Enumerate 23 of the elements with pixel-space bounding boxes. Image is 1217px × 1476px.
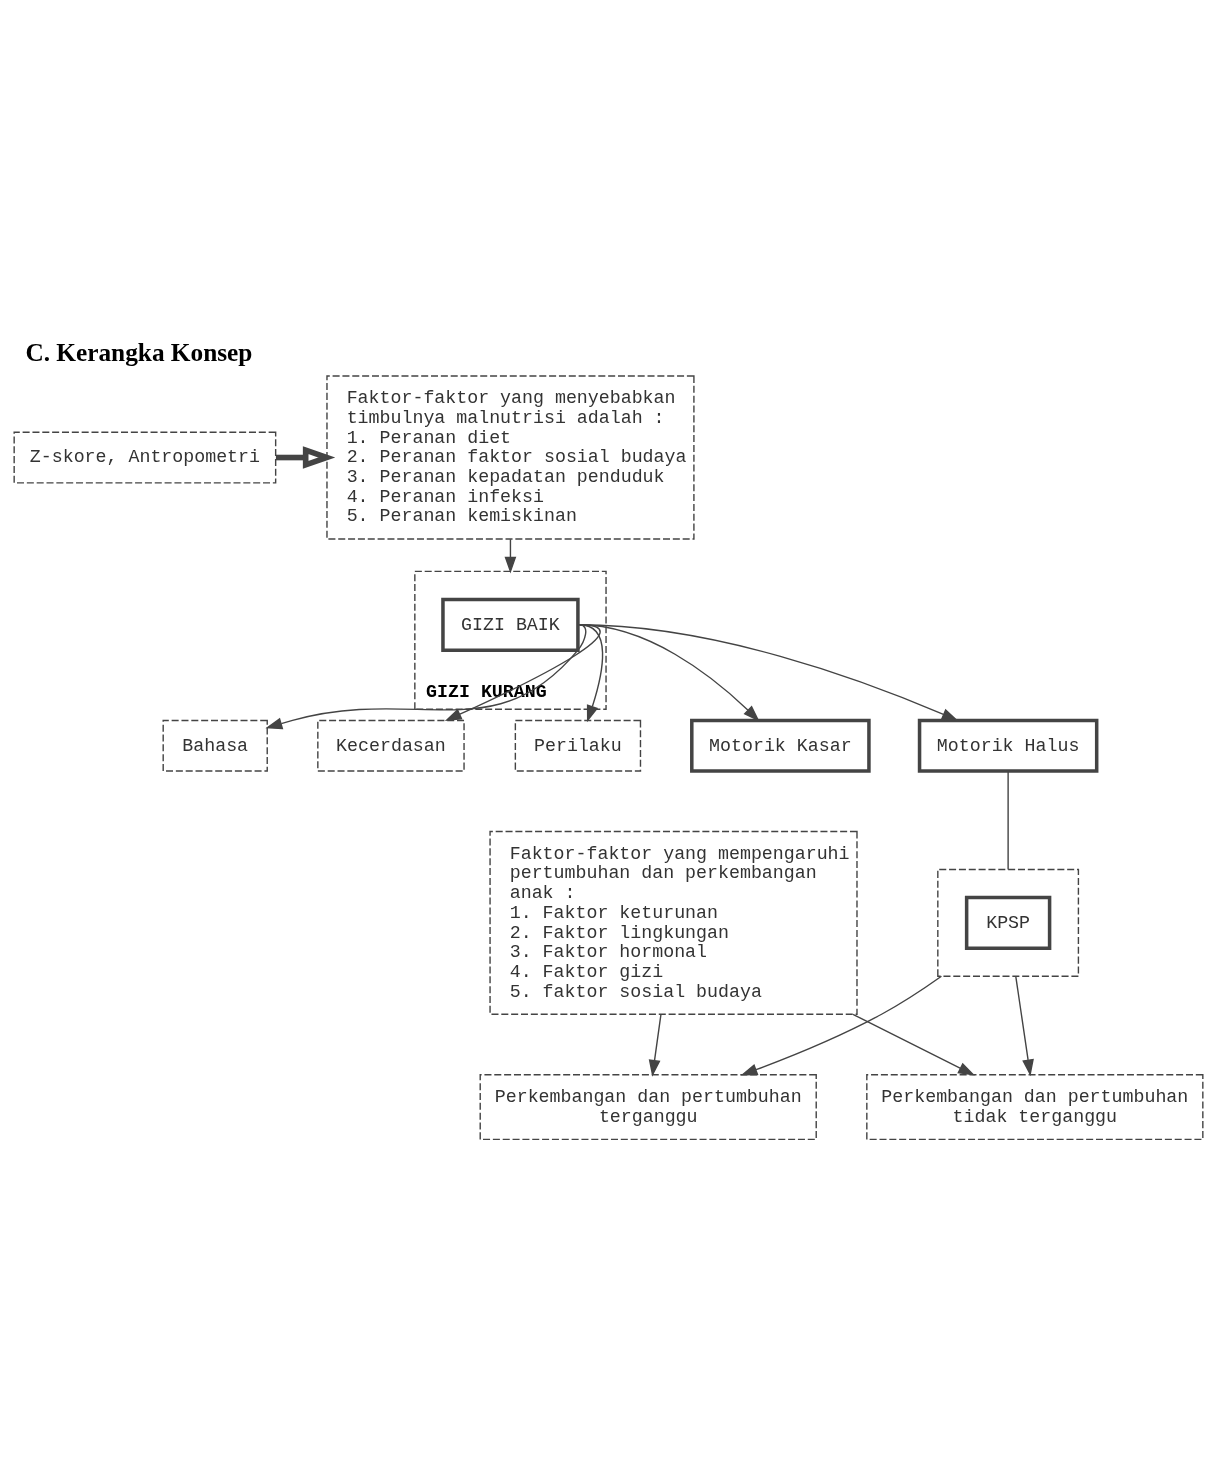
node-box: Faktor-faktor yang menyebabkan timbulnya malnutrisi adalah : 1. Peranan diet 2. Peranan faktor sosial budaya 3. Peranan kepadatan penduduk 4. Peranan infeksi 5. Peranan kemiskinan	[326, 375, 695, 540]
arrow	[265, 624, 587, 730]
connector	[1007, 770, 1009, 871]
diagram-title: C. Kerangka Konsep	[25, 338, 253, 367]
node-box: Perilaku	[514, 719, 642, 772]
arrow	[444, 624, 601, 722]
arrow	[852, 1013, 975, 1076]
node-box: Motorik Kasar	[690, 718, 871, 773]
node-box: Perkembangan dan pertumbuhan tidak terganggu	[866, 1074, 1204, 1141]
node-box: GIZI BAIK	[441, 597, 580, 652]
arrow	[648, 1013, 662, 1077]
arrow	[578, 624, 959, 721]
node-box: Bahasa	[162, 719, 268, 772]
node-box: Motorik Halus	[917, 718, 1099, 773]
arrow	[1015, 975, 1034, 1077]
cluster	[937, 868, 1080, 977]
node-box: Perkembangan dan pertumbuhan terganggu	[479, 1074, 817, 1141]
arrow	[740, 975, 943, 1076]
node-box: Faktor-faktor yang mempengaruhi pertumbuhan dan perkembangan anak : 1. Faktor keturunan 2. Faktor lingkungan 3. Faktor hormonal 4. Faktor gizi 5. faktor sosial budaya	[489, 830, 858, 1015]
arrow	[275, 446, 336, 469]
node-box: KPSP	[964, 895, 1052, 950]
node-box: Kecerdasan	[317, 719, 465, 772]
node-box: Z-skore, Antropometri	[13, 431, 277, 484]
